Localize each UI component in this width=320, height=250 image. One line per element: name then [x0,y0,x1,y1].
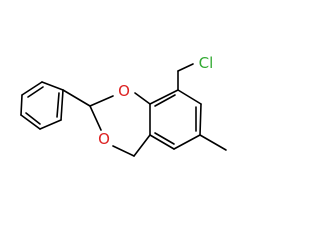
bond [149,89,179,105]
double-bond-inner [25,112,41,125]
bond [41,81,64,91]
methyl-bond [199,134,227,151]
bond [20,114,41,130]
bond [21,81,43,96]
double-bond-inner [56,92,60,118]
double-bond-inner [154,132,175,145]
bond [89,105,102,131]
substituents [177,63,227,151]
oxygen-atom-label: O [98,130,110,148]
double-bond-inner [27,86,44,98]
bond [112,145,135,157]
bond [62,89,91,107]
bond [177,89,202,105]
bond [134,92,151,105]
bond [133,134,151,157]
double-bond-inner [154,94,176,107]
bond [20,94,23,116]
bond [149,134,175,150]
oxygen-atom-label: O [118,82,130,100]
bond [199,103,202,136]
bond [89,95,114,107]
structure-diagram: Cl O O [20,54,227,157]
phenyl-ring [20,81,64,130]
benzo-ring [149,89,202,150]
chloromethyl-bond [177,63,194,72]
bond [39,119,62,130]
bond [60,89,64,121]
dioxin-ring [62,89,151,157]
bond [173,134,201,150]
chlorine-atom-label: Cl [199,54,214,72]
